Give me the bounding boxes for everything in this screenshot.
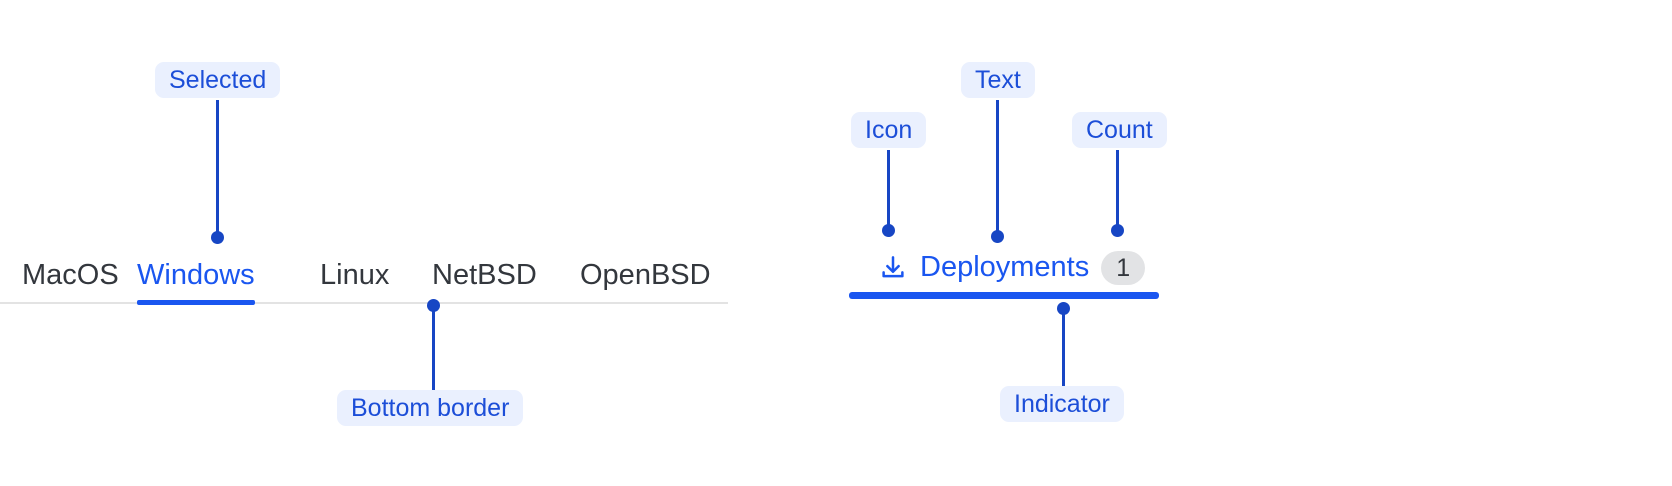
tab-netbsd-label: NetBSD <box>432 259 537 291</box>
leader-line-icon <box>887 150 890 230</box>
leader-dot-icon <box>882 224 895 237</box>
leader-line-bottom-border <box>432 308 435 390</box>
annotation-indicator: Indicator <box>1000 386 1124 422</box>
tab-netbsd[interactable]: NetBSD <box>432 248 537 302</box>
deployments-selected-indicator <box>849 292 1159 299</box>
annotation-bottom-border: Bottom border <box>337 390 524 426</box>
tab-macos-label: MacOS <box>22 259 119 291</box>
deployments-tab-label: Deployments <box>920 251 1090 283</box>
leader-line-count <box>1116 150 1119 230</box>
leader-line-text <box>996 100 999 236</box>
tab-linux-label: Linux <box>320 259 390 291</box>
annotation-count: Count <box>1072 112 1167 148</box>
tab-macos[interactable]: MacOS <box>22 248 119 302</box>
leader-dot-text <box>991 230 1004 243</box>
tab-openbsd[interactable]: OpenBSD <box>580 248 711 302</box>
leader-line-selected <box>216 100 219 237</box>
deployments-tab-content: Deployments 1 <box>878 243 1146 292</box>
tab-strip-bottom-border <box>0 302 728 304</box>
leader-dot-indicator <box>1057 302 1070 315</box>
annotation-icon: Icon <box>851 112 927 148</box>
annotation-selected: Selected <box>155 62 281 98</box>
deployments-tab[interactable]: Deployments 1 <box>849 243 1159 299</box>
tab-linux[interactable]: Linux <box>320 248 389 302</box>
annotation-text: Text <box>961 62 1035 98</box>
tab-windows[interactable]: Windows <box>137 248 255 305</box>
leader-line-indicator <box>1062 311 1065 386</box>
tab-windows-label: Windows <box>137 259 255 291</box>
download-icon <box>878 253 908 283</box>
tab-windows-selected-underline <box>137 300 255 305</box>
deployments-count-badge: 1 <box>1101 250 1146 285</box>
os-tab-strip: MacOS Windows Linux NetBSD OpenBSD <box>0 248 728 305</box>
tab-openbsd-label: OpenBSD <box>580 259 711 291</box>
leader-dot-count <box>1111 224 1124 237</box>
leader-dot-bottom-border <box>427 299 440 312</box>
leader-dot-selected <box>211 231 224 244</box>
